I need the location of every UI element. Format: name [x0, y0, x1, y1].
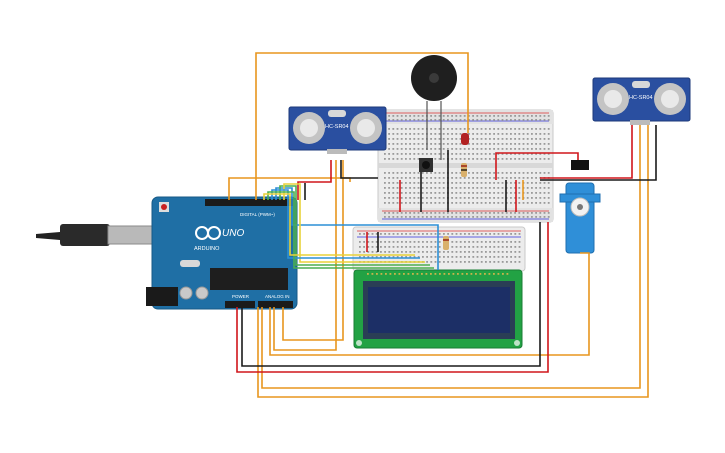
digital-header	[205, 199, 293, 206]
sensor-left-label: HC-SR04	[325, 124, 349, 130]
wire-sensor-right-trig	[261, 125, 641, 389]
breadboard-small[interactable]	[352, 226, 526, 272]
analog-header	[258, 301, 293, 308]
wire-sensor-left-echo	[282, 160, 344, 341]
servo-motor[interactable]	[559, 160, 601, 254]
wire-sensor-right-vcc	[540, 125, 633, 179]
power-jack	[146, 287, 178, 306]
wire-servo-vcc	[495, 152, 579, 180]
ultrasonic-sensor-right[interactable]: HC-SR04	[592, 77, 691, 125]
wire-servo-signal	[269, 252, 590, 356]
lcd-display[interactable]	[353, 269, 523, 349]
push-button[interactable]	[419, 158, 433, 172]
wire-gnd	[241, 222, 541, 367]
power-label: POWER	[232, 294, 250, 299]
ultrasonic-sensor-left[interactable]: HC-SR04	[288, 106, 387, 154]
wire-lcd-yellow2	[263, 193, 415, 256]
wires	[228, 52, 657, 398]
wire-sensor-right-echo	[257, 125, 649, 398]
reset-button	[161, 204, 167, 210]
arduino-brand-label: ARDUINO	[194, 246, 220, 252]
arduino-logo-icon	[195, 226, 221, 240]
wire-buzzer-orange	[255, 52, 469, 200]
power-header	[225, 301, 255, 308]
wire-sensor-right-gnd	[540, 125, 657, 181]
digital-label: DIGITAL (PWM~)	[240, 212, 275, 217]
wire-sensor-left-vcc	[297, 160, 332, 200]
usb-cable-plug	[60, 224, 110, 246]
analog-label: ANALOG IN	[265, 294, 290, 299]
wire-orange-top	[228, 177, 351, 200]
resistor[interactable]	[461, 163, 467, 177]
sensor-right-label: HC-SR04	[629, 95, 653, 101]
usb-cable-tip	[36, 232, 60, 240]
arduino-uno-board[interactable]: ARDUINO UNO DIGITAL (PWM~) ANALOG IN POW…	[36, 196, 298, 310]
piezo-buzzer[interactable]	[411, 55, 457, 160]
resistor-small[interactable]	[443, 236, 449, 250]
arduino-model-label: UNO	[222, 228, 244, 239]
red-led[interactable]	[461, 133, 469, 145]
wire-5v	[236, 222, 549, 373]
atmega-chip	[210, 268, 288, 290]
